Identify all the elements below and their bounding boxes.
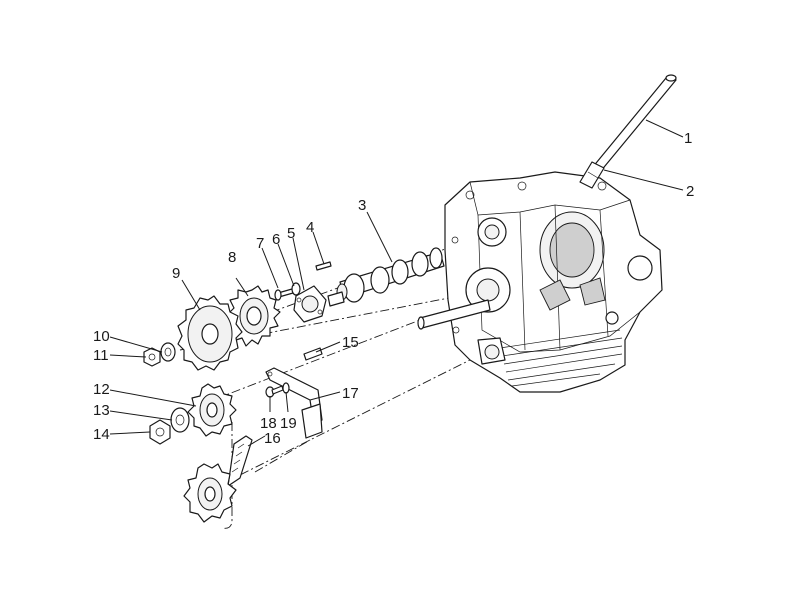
part-1-pushrod [591,74,677,173]
part-9-large-gear [177,295,243,371]
callout-7: 7 [256,235,264,252]
part-3-camshaft [327,247,445,307]
part-10-washer [160,342,176,362]
part-11-nut [143,347,161,367]
part-18-bolt [265,385,284,398]
part-12-sprocket [187,383,237,437]
callout-16: 16 [264,430,281,447]
callout-4: 4 [306,219,314,236]
callout-10: 10 [93,328,110,345]
callout-6: 6 [272,231,280,248]
crankcase-housing [444,171,663,393]
callout-3: 3 [358,197,366,214]
callout-9: 9 [172,265,180,282]
callout-labels: 1 2 3 4 5 6 7 8 9 10 11 12 13 14 15 16 1… [93,130,694,447]
callout-2: 2 [686,183,694,200]
output-shaft [417,299,491,330]
callout-18: 18 [260,415,277,432]
callout-19: 19 [280,415,297,432]
part-13-washer [170,407,190,433]
callout-17: 17 [342,385,359,402]
callout-8: 8 [228,249,236,266]
leader-lines [109,119,684,447]
part-2-tube [579,161,605,189]
crank-sprocket [183,463,237,523]
callout-13: 13 [93,402,110,419]
callout-14: 14 [93,426,110,443]
part-6-bolt [274,288,294,301]
part-4-key [315,261,332,271]
part-5-flange [293,285,327,323]
part-19-washer [282,382,290,394]
callout-5: 5 [287,225,295,242]
callout-11: 11 [93,347,109,364]
part-17-tensioner [265,367,323,439]
part-15-key [303,347,323,361]
callout-15: 15 [342,334,359,351]
part-14-nut [149,419,171,445]
callout-12: 12 [93,381,110,398]
callout-1: 1 [684,130,692,147]
